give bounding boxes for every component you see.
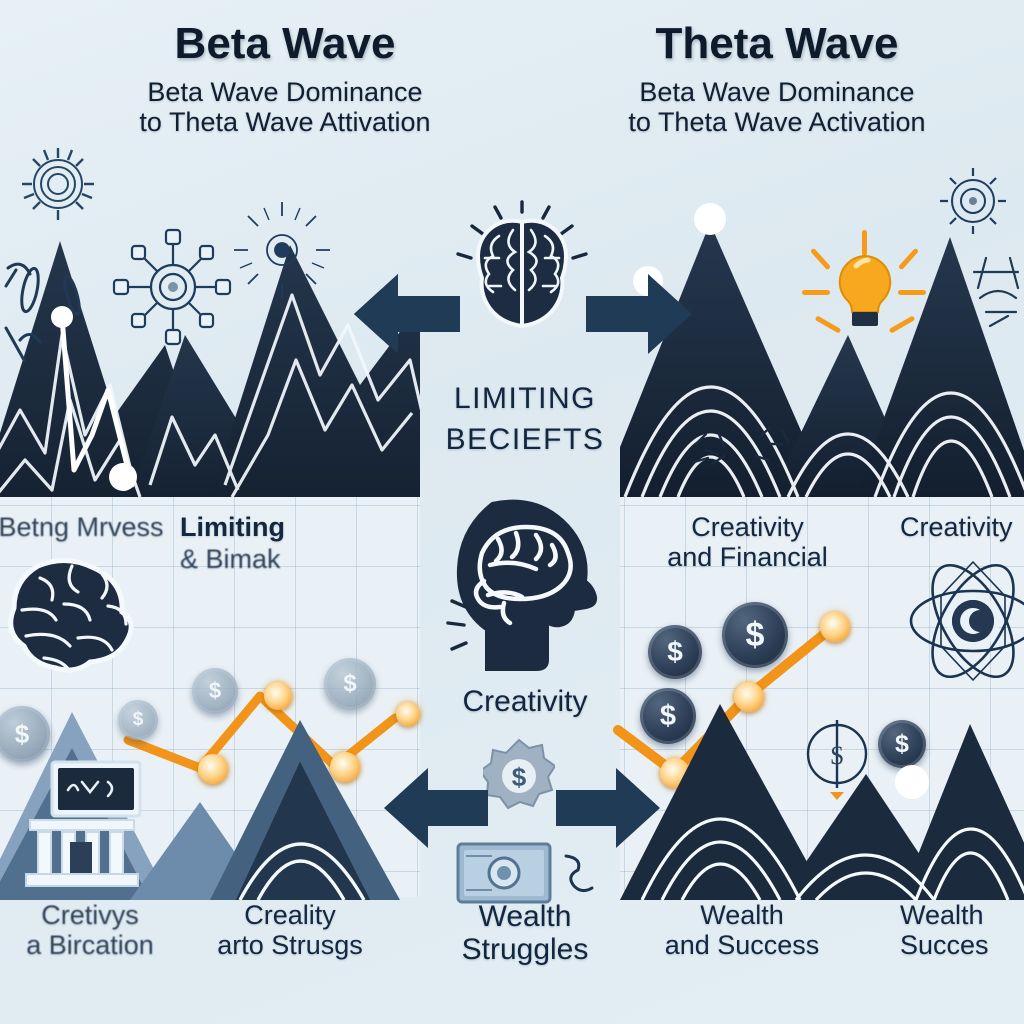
network-node-icon xyxy=(112,228,232,346)
sunburst-doodle-icon xyxy=(940,168,1006,234)
chart-marker xyxy=(820,612,850,642)
center-mid-caption: Creativity xyxy=(410,685,640,718)
beta-peaks-panel xyxy=(0,185,420,497)
brain-icon xyxy=(455,200,590,370)
bottom-right-label-b-line2: Succes xyxy=(900,930,989,961)
arrow-right-icon xyxy=(556,768,660,848)
theta-wave-peaks-right-chart xyxy=(620,203,1024,497)
svg-text:$: $ xyxy=(831,741,844,770)
sunburst-doodle-icon xyxy=(22,148,94,220)
snowflake-doodle-icon xyxy=(972,256,1020,328)
scribble-doodle-icon xyxy=(692,426,790,466)
brain-side-icon xyxy=(8,558,134,674)
chart-marker xyxy=(198,754,228,784)
mid-left-label-a: Betng Mrvess xyxy=(0,512,166,542)
dollar-coin-icon: $ xyxy=(192,668,238,714)
bottom-left-label-b-line1: Creality xyxy=(244,900,336,930)
dollar-coin-icon: $ xyxy=(878,720,926,768)
chart-marker xyxy=(396,702,420,726)
mid-right-label-a-line1: Creativity xyxy=(691,512,804,542)
left-heading-block: Beta Wave Beta Wave Dominance to Theta W… xyxy=(60,19,510,138)
bottom-left-label-b: Creality arto Strusgs xyxy=(190,900,390,960)
dollar-target-icon: $ xyxy=(806,720,868,800)
dollar-coin-icon: $ xyxy=(324,658,376,710)
dollar-coin-icon: $ xyxy=(0,706,50,762)
mid-left-label-a-text: Betng Mrvess xyxy=(0,512,164,542)
mid-right-label-a-line2: and Financial xyxy=(667,542,828,573)
bottom-left-label-b-line2: arto Strusgs xyxy=(217,930,363,961)
chart-marker xyxy=(734,682,764,712)
bottom-right-label-a-line1: Wealth xyxy=(700,900,784,930)
dollar-coin-icon: $ xyxy=(722,602,788,668)
beta-wave-peaks-left-chart xyxy=(0,241,420,497)
bottom-left-label-a-line2: a Bircation xyxy=(26,930,154,961)
lightbulb-icon xyxy=(800,230,930,360)
eye-doodle-icon xyxy=(234,202,330,298)
scribble-doodle-icon xyxy=(4,262,81,362)
bottom-right-label-a: Wealth and Success xyxy=(630,900,854,960)
mid-right-label-b: Creativity xyxy=(900,512,1024,542)
dollar-coin-icon: $ xyxy=(478,738,557,810)
mid-left-label-b-line1: Limiting xyxy=(180,512,285,542)
center-top-caption-line1: LIMITING xyxy=(453,382,596,415)
left-title: Beta Wave xyxy=(174,19,396,68)
scribble-doodle-icon xyxy=(564,854,594,893)
head-profile-brain-icon xyxy=(440,495,620,695)
bank-building-icon xyxy=(25,760,142,887)
center-top-caption: LIMITING BECIEFTS xyxy=(400,382,650,456)
mid-right-label-a: Creativity and Financial xyxy=(620,512,875,572)
banknote-icon xyxy=(456,842,552,904)
arrow-right-icon xyxy=(586,274,692,354)
center-bottom-caption-line1: Wealth xyxy=(478,900,572,933)
center-bottom-caption: Wealth Struggles xyxy=(412,900,638,966)
mid-right-label-b-text: Creativity xyxy=(900,512,1013,542)
arrow-left-icon xyxy=(384,768,488,848)
center-mid-caption-text: Creativity xyxy=(462,685,588,718)
dollar-coin-icon: $ xyxy=(648,625,702,679)
bottom-right-panel xyxy=(620,700,1024,900)
dollar-coin-icon: $ xyxy=(640,688,696,744)
right-subtitle-line1: Beta Wave Dominance xyxy=(639,77,915,107)
left-subtitle-line2: to Theta Wave Attivation xyxy=(139,107,431,138)
bottom-left-label-a: Cretivys a Bircation xyxy=(0,900,190,960)
right-title: Theta Wave xyxy=(655,19,899,68)
bottom-left-label-a-line1: Cretivys xyxy=(41,900,139,930)
bottom-right-label-b: Wealth Succes xyxy=(900,900,1024,960)
right-subtitle-line2: to Theta Wave Activation xyxy=(628,107,926,138)
svg-text:$: $ xyxy=(512,762,527,792)
right-heading-block: Theta Wave Beta Wave Dominance to Theta … xyxy=(548,19,1006,138)
theta-peaks-panel xyxy=(620,185,1024,497)
beta-wave-line-chart xyxy=(123,691,400,773)
bottom-right-label-b-line1: Wealth xyxy=(900,900,984,930)
center-bottom-caption-line2: Struggles xyxy=(461,933,589,966)
center-top-caption-line2: BECIEFTS xyxy=(445,423,605,456)
mid-left-label-b: Limiting & Bimak xyxy=(180,512,390,574)
dollar-coin-icon: $ xyxy=(118,700,158,740)
chart-marker xyxy=(264,682,292,710)
arrow-left-icon xyxy=(354,274,460,354)
atom-icon xyxy=(909,560,1024,682)
left-subtitle-line1: Beta Wave Dominance xyxy=(147,77,423,107)
bottom-right-label-a-line2: and Success xyxy=(664,930,820,961)
chart-marker xyxy=(330,752,360,782)
mid-left-label-b-line2: & Bimak xyxy=(180,544,281,575)
